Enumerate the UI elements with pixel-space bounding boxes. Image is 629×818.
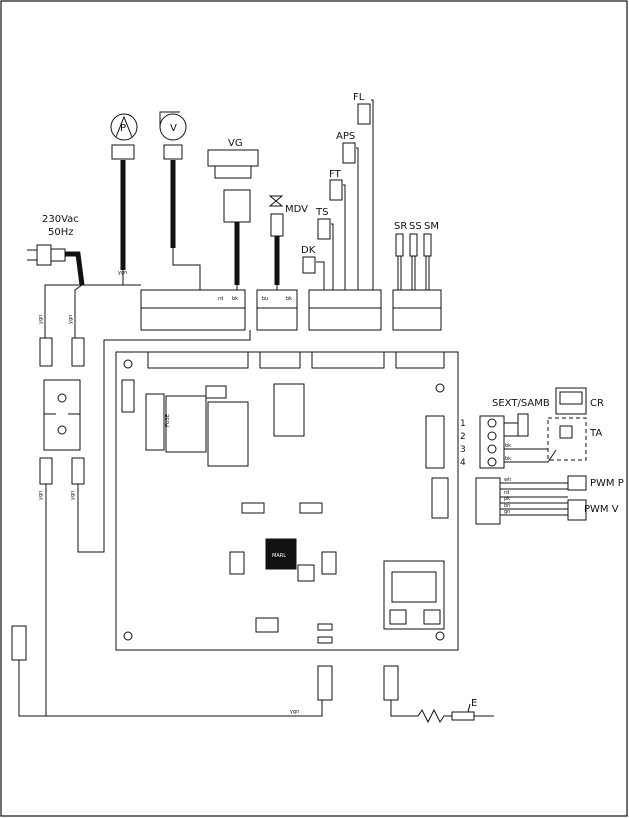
electrode-symbol xyxy=(390,700,494,724)
pwm-fan-label: PWM V xyxy=(584,504,619,515)
pwm-pump-label: PWM P xyxy=(590,478,624,489)
ygn-code-6: ygn xyxy=(290,709,299,715)
ygn-code-2: ygn xyxy=(38,315,44,324)
bk-code-3: bk xyxy=(505,443,511,449)
remote-control-symbol xyxy=(555,387,587,415)
ygn-code-1: ygn xyxy=(118,270,127,276)
pump-symbol xyxy=(110,113,138,270)
external-terminal-block xyxy=(479,415,505,469)
ygn-code-5: ygn xyxy=(70,491,76,500)
thermostat-dashed-box xyxy=(547,417,587,461)
sensor-fl xyxy=(357,99,374,290)
fuse xyxy=(145,393,165,451)
terminal-block-sensors xyxy=(308,289,382,331)
power-plug xyxy=(27,244,85,286)
diverter-valve-label: MDV xyxy=(285,204,308,215)
fan-label: V xyxy=(170,123,177,134)
external-sensor-symbol xyxy=(504,413,529,437)
bu-code-1: bu xyxy=(262,296,268,302)
fast-on-left-4 xyxy=(71,457,85,485)
aps-label: APS xyxy=(336,131,355,142)
pk-code: pk xyxy=(504,496,510,502)
bk-code-1: bk xyxy=(232,296,238,302)
supply-voltage-label: 230Vac xyxy=(42,214,79,225)
fast-on-left-3 xyxy=(39,457,53,485)
bn-code: bn xyxy=(504,503,510,509)
rd-code-2: rd xyxy=(504,490,509,496)
fast-on-left-1 xyxy=(39,337,53,367)
fan-symbol xyxy=(159,111,187,248)
bk-code-2: bk xyxy=(286,296,292,302)
ss-label: SS xyxy=(409,221,422,232)
diverter-valve-symbol xyxy=(268,195,284,285)
fast-on-bottom-2 xyxy=(383,665,399,701)
electrode-label: E xyxy=(471,698,477,709)
sensor-aps xyxy=(342,142,359,290)
ft-label: FT xyxy=(329,169,342,180)
pwm-connector-block xyxy=(475,475,587,525)
external-sensor-label: SEXT/SAMB xyxy=(492,398,550,409)
chip-label: MARL xyxy=(272,553,286,559)
gas-valve-label: VG xyxy=(228,138,243,149)
sensor-ts xyxy=(317,218,334,290)
wh-code: wh xyxy=(504,477,511,483)
terminal-3-label: 3 xyxy=(460,445,466,455)
gas-valve-symbol xyxy=(207,149,259,285)
fuse-label: FUSE xyxy=(165,414,171,427)
dk-label: DK xyxy=(301,245,316,256)
thermostat-contact xyxy=(559,425,573,439)
terminal-block-probes xyxy=(392,289,442,331)
rd-code: rd xyxy=(218,296,223,302)
fast-on-bottom-1 xyxy=(317,665,333,701)
main-pcb xyxy=(115,351,459,651)
gn-code: gn xyxy=(504,509,510,515)
supply-frequency-label: 50Hz xyxy=(48,227,74,238)
fast-on-left-2 xyxy=(71,337,85,367)
terminal-block-main xyxy=(140,289,246,331)
terminal-4-label: 4 xyxy=(460,458,466,468)
sr-label: SR xyxy=(394,221,407,232)
fast-on-bottom-left xyxy=(11,625,27,661)
remote-label: CR xyxy=(590,398,604,409)
fl-label: FL xyxy=(353,92,365,103)
probes-sr-ss-sm xyxy=(395,233,432,292)
ts-label: TS xyxy=(315,207,328,218)
bk-code-4: bk xyxy=(505,456,511,462)
sensor-ft xyxy=(329,179,346,290)
sm-label: SM xyxy=(424,221,439,232)
ygn-code-4: ygn xyxy=(38,491,44,500)
ygn-code-3: ygn xyxy=(68,315,74,324)
thermostat-label: TA xyxy=(589,428,602,439)
terminal-2-label: 2 xyxy=(460,432,466,442)
sensor-dk xyxy=(302,256,325,290)
pump-label: P xyxy=(120,123,126,134)
ground-clamp xyxy=(43,379,81,451)
terminal-1-label: 1 xyxy=(460,419,466,429)
